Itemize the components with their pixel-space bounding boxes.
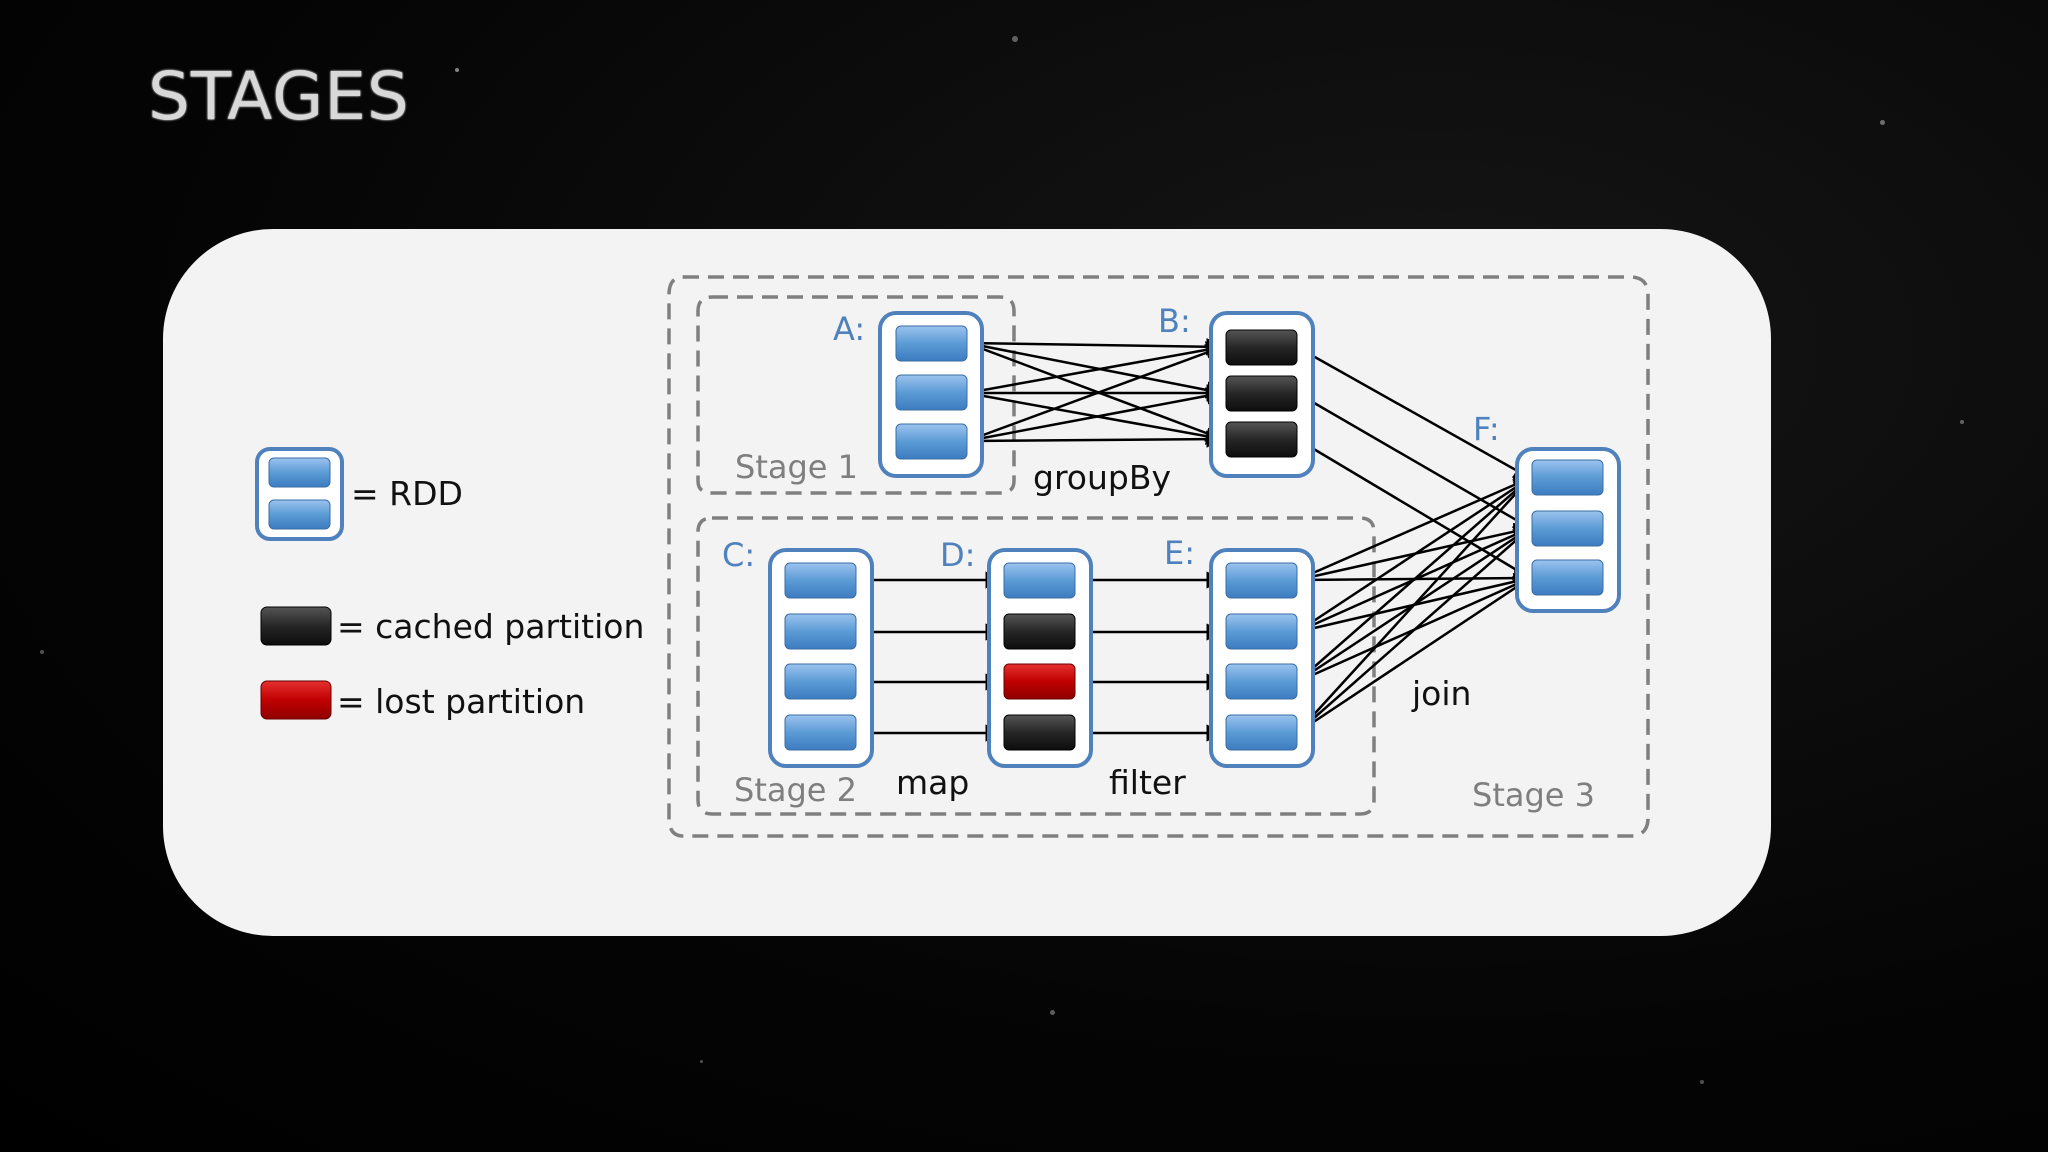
- rdd-c: [768, 548, 874, 768]
- partition-a3: [895, 423, 968, 460]
- partition-c3: [784, 663, 857, 700]
- partition-d2-cached: [1003, 613, 1076, 650]
- stage3-label: Stage 3: [1472, 776, 1595, 814]
- partition-e2: [1225, 613, 1298, 650]
- partition-b1-cached: [1225, 329, 1298, 366]
- legend-rdd-text: = RDD: [351, 474, 463, 513]
- partition-e1: [1225, 562, 1298, 599]
- background-star: [1700, 1080, 1704, 1084]
- background-star: [455, 68, 459, 72]
- partition-d4-cached: [1003, 714, 1076, 751]
- rdd-b: [1209, 311, 1315, 478]
- op-groupby: groupBy: [1033, 458, 1171, 497]
- rdd-f: [1515, 447, 1621, 613]
- partition-d3-lost: [1003, 663, 1076, 700]
- partition-c2: [784, 613, 857, 650]
- legend-cached-swatch: [260, 606, 332, 646]
- partition-a2: [895, 374, 968, 411]
- partition-f2: [1531, 510, 1604, 547]
- rdd-label-a: A:: [833, 310, 865, 348]
- stage2-label: Stage 2: [734, 771, 857, 809]
- legend-lost-text: = lost partition: [337, 682, 585, 721]
- background-star: [1050, 1010, 1055, 1015]
- rdd-label-e: E:: [1164, 534, 1195, 572]
- background-star: [1880, 120, 1885, 125]
- partition-d1: [1003, 562, 1076, 599]
- background-star: [1960, 420, 1964, 424]
- background-star: [40, 650, 44, 654]
- stage1-boundary: [696, 295, 1016, 495]
- slide-title: STAGES: [148, 58, 410, 135]
- rdd-label-f: F:: [1473, 410, 1500, 448]
- legend: = RDD = cached partition = lost partitio…: [255, 447, 644, 721]
- op-join: join: [1411, 674, 1471, 713]
- partition-e3: [1225, 663, 1298, 700]
- map-edges: [856, 571, 1003, 742]
- partition-a1: [895, 325, 968, 362]
- partition-f3: [1531, 559, 1604, 596]
- rdd-label-c: C:: [722, 536, 755, 574]
- join-edges: [1296, 345, 1532, 735]
- partition-f1: [1531, 459, 1604, 496]
- partition-b3-cached: [1225, 421, 1298, 458]
- background-star: [700, 1060, 703, 1063]
- partition-b2-cached: [1225, 375, 1298, 412]
- partition-e4: [1225, 714, 1298, 751]
- rdd-a: [878, 311, 984, 478]
- stage1-label: Stage 1: [735, 448, 858, 486]
- stage3-boundary: [667, 275, 1650, 838]
- legend-rdd-icon: [255, 447, 344, 541]
- filter-edges: [1075, 571, 1224, 742]
- legend-lost-swatch: [260, 680, 332, 720]
- rdd-e: [1209, 548, 1315, 768]
- background-star: [1012, 36, 1018, 42]
- rdd-d: [987, 548, 1093, 768]
- partition-c4: [784, 714, 857, 751]
- legend-cached-text: = cached partition: [337, 607, 644, 646]
- op-map: map: [896, 763, 969, 802]
- op-filter: filter: [1109, 763, 1186, 802]
- stage2-boundary: [696, 516, 1376, 816]
- rdd-label-b: B:: [1158, 302, 1191, 340]
- partition-c1: [784, 562, 857, 599]
- rdd-label-d: D:: [940, 536, 975, 574]
- groupby-edges: [966, 338, 1224, 448]
